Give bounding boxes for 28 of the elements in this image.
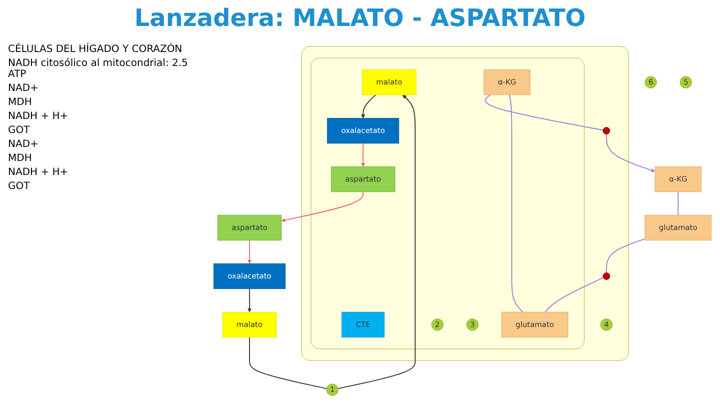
note-text: NAD+ [8, 83, 40, 94]
cluster [310, 58, 584, 350]
note-text: NADH citosólico al mitocondrial: 2.5 ATP [8, 58, 189, 80]
node-circle [602, 127, 610, 134]
note-text: GOT [8, 181, 31, 192]
connector [249, 336, 328, 389]
note-text: MDH [8, 153, 33, 164]
arrow [281, 191, 364, 222]
connector [509, 94, 524, 313]
arrow [361, 94, 376, 118]
node-circle [602, 272, 610, 280]
note-text: NADH + H+ [8, 167, 70, 178]
cluster [301, 46, 629, 361]
arrow [361, 142, 366, 167]
arrow [338, 94, 416, 389]
note-text: GOT [8, 125, 31, 136]
connector [484, 94, 604, 131]
diagram-title: Lanzadera: MALATO - ASPARTATO [133, 4, 587, 32]
connector [606, 238, 646, 274]
note-text: MDH [8, 97, 33, 108]
arrow [606, 134, 656, 172]
connector [678, 191, 679, 216]
note-text: NAD+ [8, 139, 40, 150]
note-text: CÉLULAS DEL HÍGADO Y CORAZÓN [8, 44, 184, 55]
arrow [247, 240, 252, 264]
connector [544, 277, 604, 313]
note-text: NADH + H+ [8, 111, 70, 122]
arrow [247, 288, 252, 312]
